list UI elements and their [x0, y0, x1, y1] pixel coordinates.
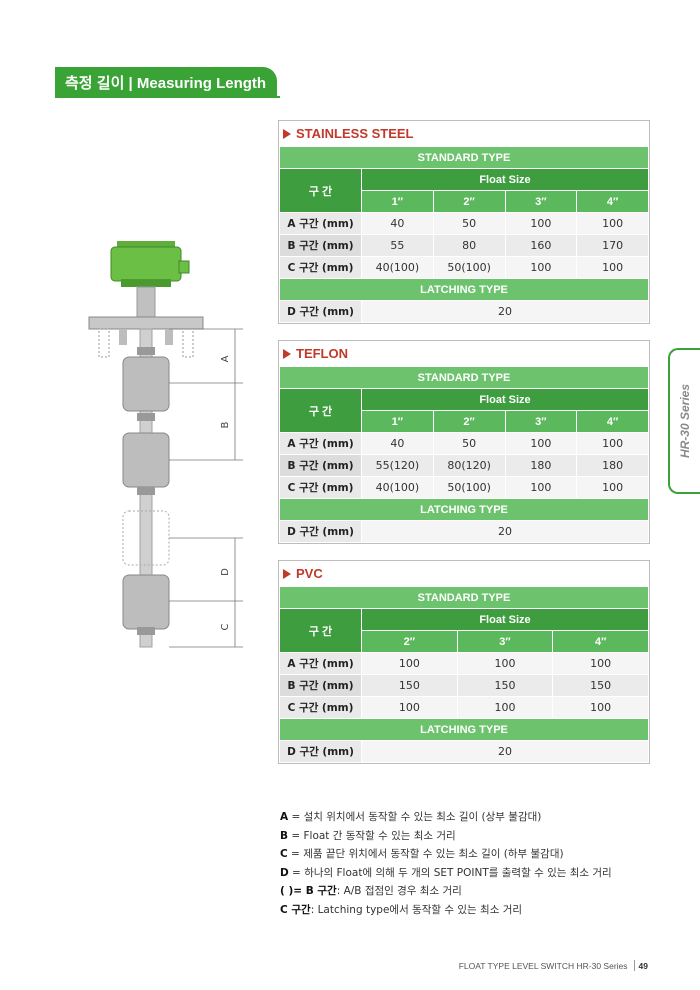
series-side-tab-label: HR-30 Series: [678, 383, 692, 459]
table-row: A 구간 (mm) 40 50 100 100: [279, 212, 649, 235]
table-row: D 구간 (mm) 20: [279, 300, 649, 323]
stopper-collar: [137, 347, 155, 355]
float-switch-diagram: A B D C: [88, 241, 243, 648]
size-header: 4″: [576, 190, 649, 213]
table-row: D 구간 (mm) 20: [279, 740, 649, 763]
size-header: 1″: [361, 410, 434, 433]
stopper-collar: [137, 487, 155, 495]
table-row: B 구간 (mm) 150 150 150: [279, 674, 649, 697]
title-underline: [55, 96, 280, 98]
spec-table-pvc: PVC STANDARD TYPE 구 간 Float Size 2″ 3″ 4…: [278, 560, 650, 764]
switch-stem: [136, 286, 156, 318]
material-title: PVC: [296, 566, 323, 581]
material-title: STAINLESS STEEL: [296, 126, 414, 141]
dim-label-b: B: [220, 421, 231, 428]
red-triangle-icon: [283, 128, 291, 139]
standard-type-header: STANDARD TYPE: [279, 146, 649, 169]
table-row: B 구간 (mm) 55(120) 80(120) 180 180: [279, 454, 649, 477]
table-row: C 구간 (mm) 40(100) 50(100) 100 100: [279, 256, 649, 279]
latching-type-header: LATCHING TYPE: [279, 498, 649, 521]
stopper-collar: [137, 627, 155, 635]
mounting-flange: [88, 316, 204, 330]
table-row: D 구간 (mm) 20: [279, 520, 649, 543]
red-triangle-icon: [283, 348, 291, 359]
dim-label-a: A: [220, 355, 231, 362]
red-triangle-icon: [283, 568, 291, 579]
note-line: C 구간: Latching type에서 동작할 수 있는 최소 거리: [280, 903, 523, 916]
float-size-header: Float Size: [361, 168, 649, 191]
table-row: C 구간 (mm) 100 100 100: [279, 696, 649, 719]
size-header: 4″: [552, 630, 649, 653]
page-number: 49: [638, 960, 648, 971]
section-header: 구 간: [279, 608, 362, 653]
page-title: 측정 길이 | Measuring Length: [55, 67, 277, 98]
spec-table-stainless-steel: STAINLESS STEEL STANDARD TYPE 구 간 Float …: [278, 120, 650, 324]
definitions-notes: A = 설치 위치에서 동작할 수 있는 최소 길이 (상부 불감대) B = …: [280, 808, 612, 919]
float-4: [122, 574, 170, 630]
stopper-collar: [137, 413, 155, 421]
size-header: 3″: [456, 630, 554, 653]
switch-head-cap: [117, 241, 175, 249]
float-size-header: Float Size: [361, 388, 649, 411]
series-side-tab: HR-30 Series: [668, 348, 700, 494]
table-row: C 구간 (mm) 40(100) 50(100) 100 100: [279, 476, 649, 499]
float-2: [122, 432, 170, 488]
switch-head-port: [178, 260, 190, 274]
size-header: 3″: [504, 410, 578, 433]
float-size-header: Float Size: [361, 608, 649, 631]
size-header: 2″: [432, 410, 506, 433]
spec-table-teflon: TEFLON STANDARD TYPE 구 간 Float Size 1″ 2…: [278, 340, 650, 544]
size-header: 4″: [576, 410, 649, 433]
section-header: 구 간: [279, 388, 362, 433]
flange-nut-left: [119, 329, 127, 345]
page-footer: FLOAT TYPE LEVEL SWITCH HR-30 Series 49: [459, 960, 648, 971]
size-header: 1″: [361, 190, 434, 213]
size-header: 3″: [504, 190, 578, 213]
section-header: 구 간: [279, 168, 362, 213]
footer-text: FLOAT TYPE LEVEL SWITCH HR-30 Series: [458, 960, 628, 971]
flange-nut-right: [165, 329, 173, 345]
size-header: 2″: [361, 630, 458, 653]
table-row: A 구간 (mm) 40 50 100 100: [279, 432, 649, 455]
float-1: [122, 356, 170, 412]
note-line: B = Float 간 동작할 수 있는 최소 거리: [280, 829, 456, 842]
standard-type-header: STANDARD TYPE: [279, 586, 649, 609]
flange-bolt-left: [98, 328, 110, 358]
table-row: A 구간 (mm) 100 100 100: [279, 652, 649, 675]
note-line: A = 설치 위치에서 동작할 수 있는 최소 길이 (상부 불감대): [280, 811, 542, 823]
latching-type-header: LATCHING TYPE: [279, 278, 649, 301]
latching-type-header: LATCHING TYPE: [279, 718, 649, 741]
flange-bolt-right: [182, 328, 194, 358]
note-line: C = 제품 끝단 위치에서 동작할 수 있는 최소 길이 (하부 불감대): [280, 848, 564, 860]
dim-label-d: D: [220, 568, 231, 576]
note-line: D = 하나의 Float에 의해 두 개의 SET POINT를 출력할 수 …: [280, 866, 612, 879]
table-row: B 구간 (mm) 55 80 160 170: [279, 234, 649, 257]
size-header: 2″: [432, 190, 506, 213]
footer-divider: [633, 960, 635, 971]
standard-type-header: STANDARD TYPE: [279, 366, 649, 389]
switch-head-base: [121, 279, 171, 287]
switch-head-body: [110, 246, 182, 282]
material-title: TEFLON: [296, 346, 348, 361]
dim-label-c: C: [220, 623, 231, 630]
note-line: ( )= B 구간: A/B 접점인 경우 최소 거리: [280, 885, 462, 897]
